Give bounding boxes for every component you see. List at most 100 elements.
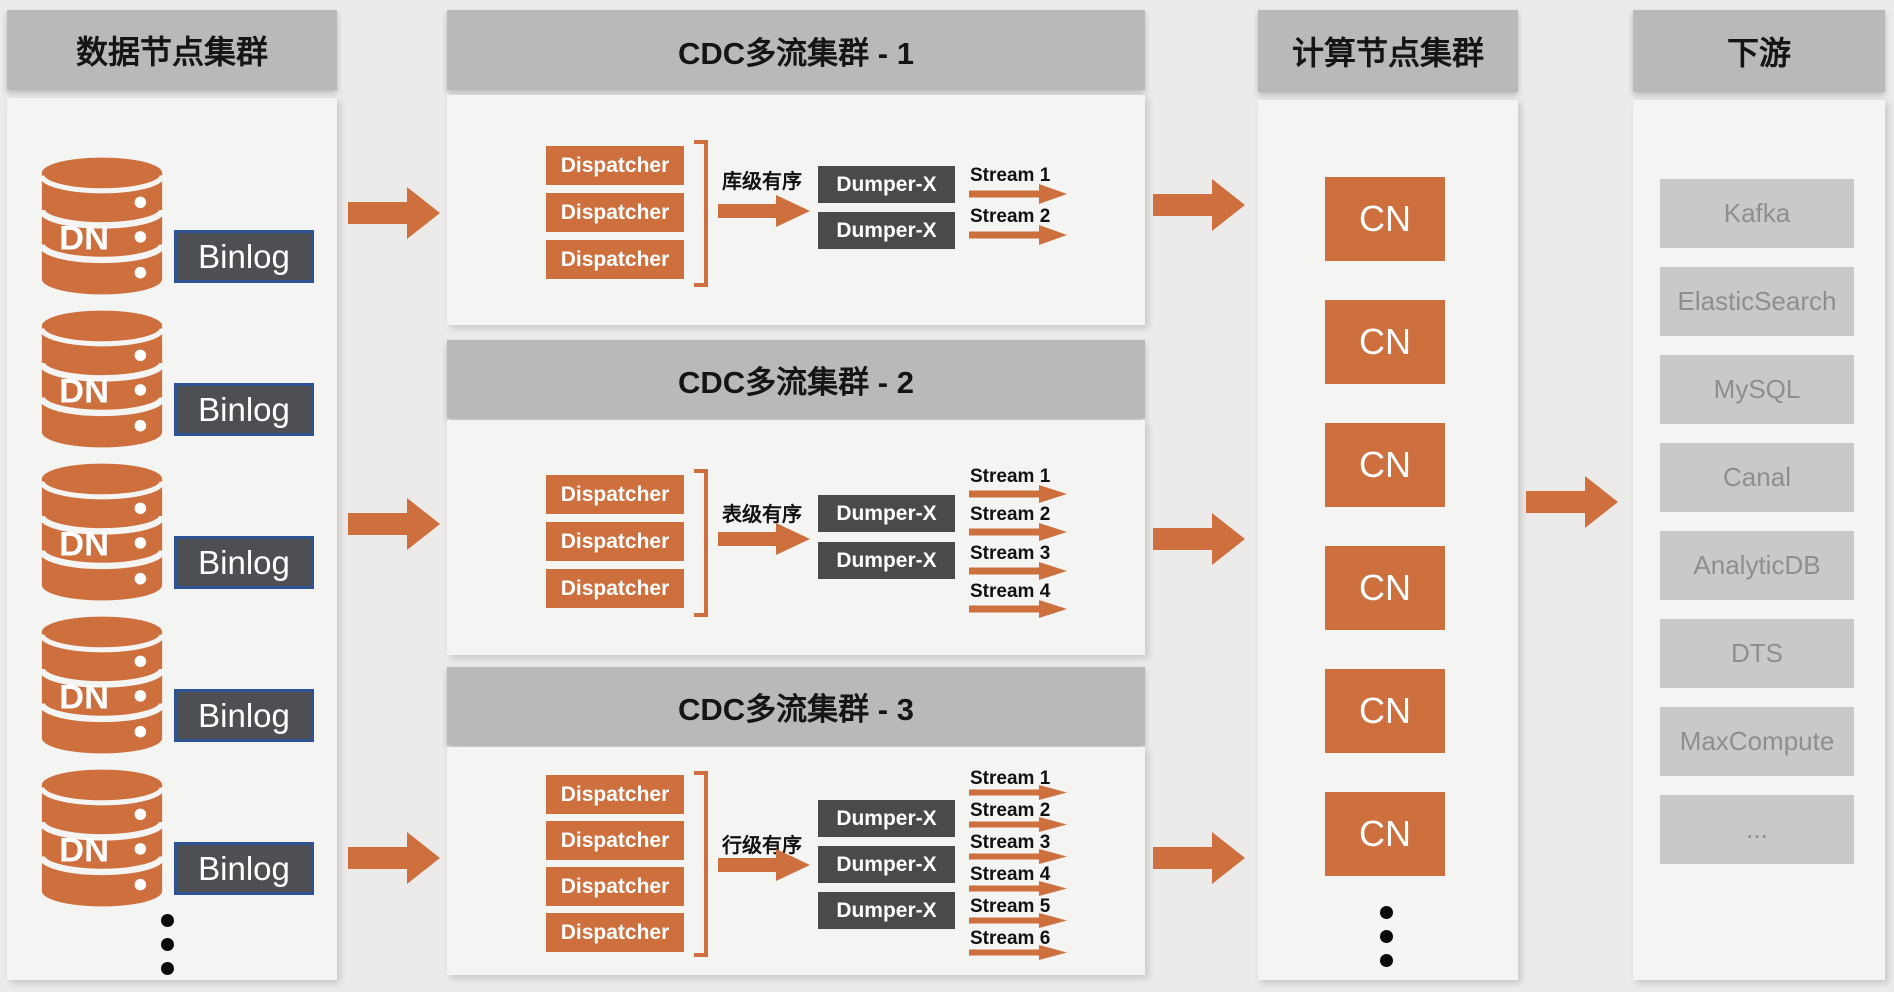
downstream-target-label: Canal <box>1723 462 1791 492</box>
order-label-text: 库级有序 <box>722 171 802 193</box>
cdc-cluster-1-title: CDC多流集群 - 1 <box>678 35 914 71</box>
cdc-cluster-2-header: CDC多流集群 - 2 <box>447 340 1145 418</box>
stream-label-text: Stream 2 <box>970 800 1051 821</box>
binlog-label: Binlog <box>198 390 290 428</box>
downstream-target-label: ElasticSearch <box>1677 286 1837 316</box>
dispatcher-box: Dispatcher <box>546 240 684 279</box>
order-label: 库级有序 <box>710 165 814 194</box>
stream-label-text: Stream 4 <box>970 864 1051 885</box>
ellipsis-dot <box>1379 953 1393 967</box>
compute-node-label: CN <box>1359 321 1411 362</box>
stream-label: Stream 1 <box>970 466 1050 488</box>
dispatcher-box: Dispatcher <box>546 475 684 514</box>
order-label-text: 表级有序 <box>722 504 802 526</box>
db-node-label: DN <box>59 526 109 564</box>
dumper-box: Dumper-X <box>818 166 955 203</box>
cdc-cluster-3-title: CDC多流集群 - 3 <box>678 691 914 727</box>
stream-label-text: Stream 3 <box>970 543 1051 564</box>
downstream-target: ElasticSearch <box>1660 267 1854 336</box>
binlog-label: Binlog <box>198 543 290 581</box>
dumper-label: Dumper-X <box>836 852 937 876</box>
stream-arrow-icon <box>969 817 1067 832</box>
downstream-target: Kafka <box>1660 179 1854 248</box>
dispatcher-label: Dispatcher <box>560 153 670 177</box>
dispatcher-label: Dispatcher <box>560 482 670 506</box>
compute-node-box: CN <box>1325 792 1445 876</box>
flow-arrow-cdc-to-cn-icon <box>1153 832 1245 884</box>
compute-node-label: CN <box>1359 198 1411 239</box>
stream-arrow-icon <box>969 849 1067 864</box>
dispatcher-group-bracket <box>694 771 708 957</box>
stream-label: Stream 1 <box>970 768 1050 790</box>
compute-node-cluster-header: 计算节点集群 <box>1258 10 1518 92</box>
stream-arrow-icon <box>969 184 1067 204</box>
dumper-box: Dumper-X <box>818 846 955 883</box>
stream-label-text: Stream 1 <box>970 165 1051 186</box>
compute-node-box: CN <box>1325 423 1445 507</box>
dispatcher-box: Dispatcher <box>546 913 684 952</box>
dispatcher-group-bracket <box>694 140 708 287</box>
dispatcher-box: Dispatcher <box>546 867 684 906</box>
dispatcher-box: Dispatcher <box>546 775 684 814</box>
stream-label-text: Stream 5 <box>970 896 1051 917</box>
stream-label: Stream 4 <box>970 864 1050 886</box>
stream-label: Stream 2 <box>970 800 1050 822</box>
dumper-box: Dumper-X <box>818 495 955 532</box>
stream-arrow-icon <box>969 600 1067 618</box>
stream-label: Stream 5 <box>970 896 1050 918</box>
binlog-label: Binlog <box>198 849 290 887</box>
order-label-text: 行级有序 <box>722 835 802 857</box>
dispatcher-label: Dispatcher <box>560 782 670 806</box>
stream-arrow-icon <box>969 523 1067 541</box>
dispatcher-box: Dispatcher <box>546 821 684 860</box>
dumper-label: Dumper-X <box>836 218 937 242</box>
dumper-label: Dumper-X <box>836 898 937 922</box>
dispatcher-label: Dispatcher <box>560 576 670 600</box>
database-icon: DN <box>38 461 166 603</box>
dispatcher-group-bracket <box>694 469 708 617</box>
downstream-target: ... <box>1660 795 1854 864</box>
stream-arrow-icon <box>969 881 1067 896</box>
data-node-cluster-header: 数据节点集群 <box>7 10 337 90</box>
dispatcher-label: Dispatcher <box>560 920 670 944</box>
dispatcher-label: Dispatcher <box>560 200 670 224</box>
downstream-target-label: ... <box>1746 814 1768 844</box>
dispatcher-box: Dispatcher <box>546 146 684 185</box>
stream-arrow-icon <box>969 562 1067 580</box>
db-node-label: DN <box>59 220 109 258</box>
dumper-label: Dumper-X <box>836 806 937 830</box>
compute-node-box: CN <box>1325 669 1445 753</box>
dumper-box: Dumper-X <box>818 800 955 837</box>
database-icon: DN <box>38 614 166 756</box>
ellipsis-dot <box>1379 905 1393 919</box>
dumper-label: Dumper-X <box>836 172 937 196</box>
order-arrow-icon <box>718 849 810 881</box>
stream-label-text: Stream 3 <box>970 832 1051 853</box>
downstream-target: Canal <box>1660 443 1854 512</box>
cdc-cluster-2-title: CDC多流集群 - 2 <box>678 364 914 400</box>
downstream-target-label: MySQL <box>1713 374 1801 404</box>
ellipsis-dot <box>160 913 174 927</box>
db-node-label: DN <box>59 832 109 870</box>
binlog-box: Binlog <box>174 536 314 589</box>
dumper-label: Dumper-X <box>836 501 937 525</box>
stream-arrow-icon <box>969 785 1067 800</box>
dispatcher-label: Dispatcher <box>560 529 670 553</box>
downstream-target: AnalyticDB <box>1660 531 1854 600</box>
stream-label-text: Stream 1 <box>970 466 1051 487</box>
binlog-box: Binlog <box>174 689 314 742</box>
stream-label: Stream 4 <box>970 581 1050 603</box>
cdc-cluster-1-header: CDC多流集群 - 1 <box>447 10 1145 90</box>
stream-label-text: Stream 6 <box>970 928 1051 949</box>
downstream-target: MySQL <box>1660 355 1854 424</box>
data-node-cluster-title: 数据节点集群 <box>75 34 268 70</box>
dispatcher-box: Dispatcher <box>546 193 684 232</box>
downstream-target-label: DTS <box>1731 638 1783 668</box>
downstream-target-label: AnalyticDB <box>1693 550 1821 580</box>
downstream-target-label: Kafka <box>1723 198 1791 228</box>
binlog-label: Binlog <box>198 237 290 275</box>
dumper-box: Dumper-X <box>818 542 955 579</box>
order-label: 表级有序 <box>710 498 814 527</box>
ellipsis-dot <box>1379 929 1393 943</box>
dispatcher-box: Dispatcher <box>546 522 684 561</box>
